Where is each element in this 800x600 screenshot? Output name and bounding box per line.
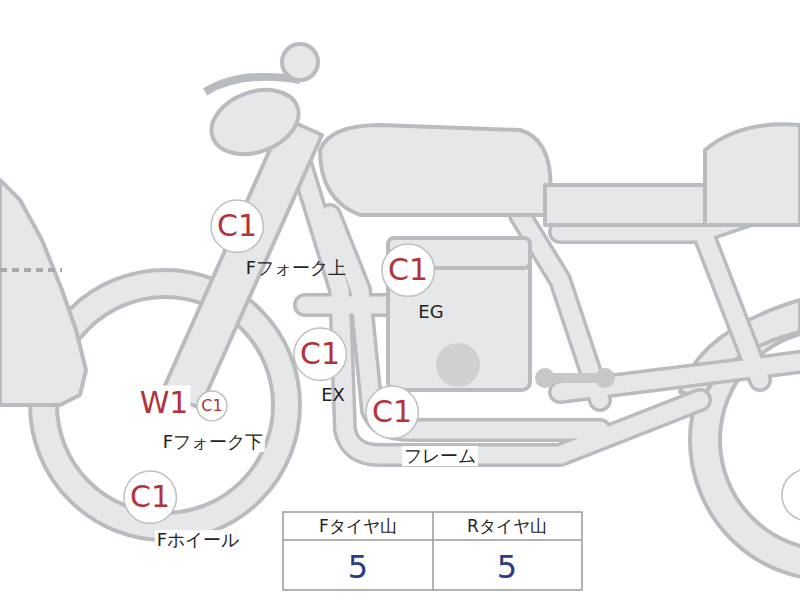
table-value: 5 (497, 550, 517, 585)
callout-ring (382, 244, 434, 296)
part-label: Fフォーク下 (161, 432, 265, 452)
callout-circle: C1 (365, 385, 419, 439)
part-label: Fフォーク上 (246, 258, 346, 278)
callout-number: C1 (293, 327, 347, 381)
callout-number: C1 (365, 385, 419, 439)
table-header: Fタイヤ山 (319, 517, 397, 536)
footpeg (535, 368, 615, 388)
callout-circle: C1 (293, 327, 347, 381)
callout-circle: C1 (123, 470, 177, 524)
table-header: Rタイヤ山 (467, 517, 547, 536)
fuel-tank (320, 125, 551, 215)
tail (705, 124, 800, 225)
callout-number: W1 (138, 386, 191, 419)
headlight (202, 78, 307, 165)
callout-circle: C1 (210, 199, 264, 253)
callout-ring (124, 471, 176, 523)
seat (545, 185, 720, 225)
callout-number: C1 (196, 390, 228, 422)
part-label: Fホイール (155, 530, 241, 550)
part-label: フレーム (402, 446, 478, 466)
table-value: 5 (348, 550, 368, 585)
fairing (0, 180, 86, 405)
callout-circle: C1 (381, 243, 435, 297)
part-label: EG (418, 302, 443, 322)
callout-number: C1 (210, 199, 264, 253)
callout-number: C1 (123, 470, 177, 524)
callout-circle (782, 469, 800, 521)
callout-ring (211, 200, 263, 252)
engine-cover (436, 343, 480, 387)
mirror (282, 44, 318, 80)
callout-number: C1 (381, 243, 435, 297)
dashed-line (0, 268, 62, 272)
tire-table (283, 512, 582, 590)
callout-ring (197, 391, 227, 421)
callout-circle: C1 (196, 390, 228, 422)
callout-ring (366, 386, 418, 438)
callout-ring (294, 328, 346, 380)
part-label: EX (321, 385, 345, 405)
